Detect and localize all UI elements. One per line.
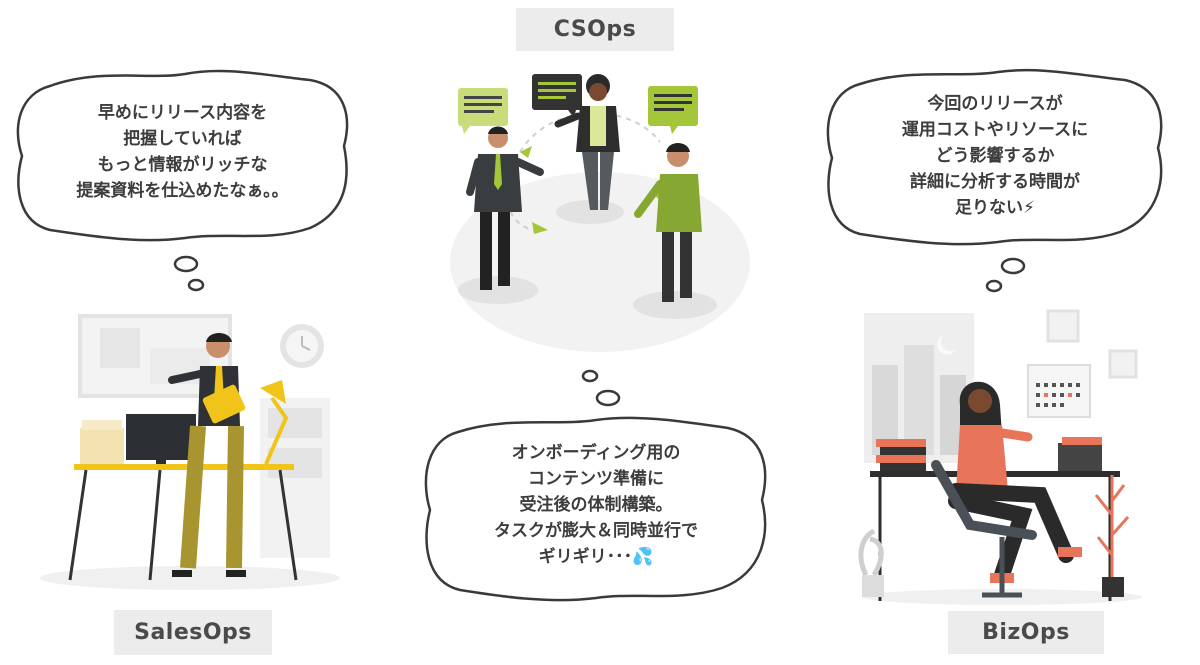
salesops-label-text: SalesOps (134, 620, 252, 645)
bizops-label-text: BizOps (982, 620, 1070, 645)
thought-line: コンテンツ準備に (528, 469, 664, 489)
analyst-woman-figure (931, 381, 1082, 598)
thought-line: 運用コストやリソースに (901, 120, 1089, 140)
salesops-thought-text: 早めにリリース内容を 把握していれば もっと情報がリッチな 提案資料を仕込めたな… (10, 100, 355, 204)
salesops-thought-bubble: 早めにリリース内容を 把握していれば もっと情報がリッチな 提案資料を仕込めたな… (10, 66, 355, 292)
man-green-shirt-figure (634, 143, 702, 302)
salesman-figure (168, 333, 246, 577)
thought-line: オンボーディング用の (511, 443, 681, 463)
thought-cloud-shape (424, 416, 767, 602)
thought-line: ギリギリ･･･💦 (538, 547, 654, 567)
bizops-thought-text: 今回のリリースが 運用コストやリソースに どう影響するか 詳細に分析する時間が … (820, 91, 1170, 221)
woman-figure (554, 74, 620, 210)
thought-line: 詳細に分析する時間が (910, 172, 1080, 192)
thought-cloud-shape (16, 69, 349, 292)
csops-label-text: CSOps (553, 17, 637, 42)
thought-line: どう影響するか (935, 146, 1055, 166)
thought-line: 早めにリリース内容を (97, 103, 268, 123)
csops-label: CSOps (516, 8, 674, 51)
man-with-tie-figure (466, 126, 544, 290)
thought-line: もっと情報がリッチな (97, 155, 268, 175)
salesops-label: SalesOps (114, 610, 272, 655)
thought-dots (581, 369, 621, 407)
salesperson-desk-illustration (40, 314, 340, 590)
thought-line: 今回のリリースが (927, 94, 1063, 114)
csops-thought-text: オンボーディング用の コンテンツ準備に 受注後の体制構築。 タスクが膨大＆同時並… (418, 440, 774, 570)
bizops-label: BizOps (948, 611, 1104, 654)
thought-line: 提案資料を仕込めたなぁ。。 (76, 181, 289, 201)
analyst-desk-illustration (858, 309, 1142, 605)
csops-thought-bubble: オンボーディング用の コンテンツ準備に 受注後の体制構築。 タスクが膨大＆同時並… (418, 369, 774, 602)
team-discussion-illustration (450, 74, 750, 352)
thought-line: 足りない⚡ (955, 198, 1035, 218)
chat-bubble-icon (648, 86, 698, 134)
thought-line: 把握していれば (123, 129, 242, 149)
bizops-thought-bubble: 今回のリリースが 運用コストやリソースに どう影響するか 詳細に分析する時間が … (820, 66, 1170, 293)
chat-bubble-icon (458, 88, 508, 134)
chat-bubble-icon (532, 74, 582, 118)
thought-line: タスクが膨大＆同時並行で (494, 521, 698, 541)
thought-cloud-shape (826, 68, 1163, 293)
thought-line: 受注後の体制構築。 (519, 495, 673, 515)
